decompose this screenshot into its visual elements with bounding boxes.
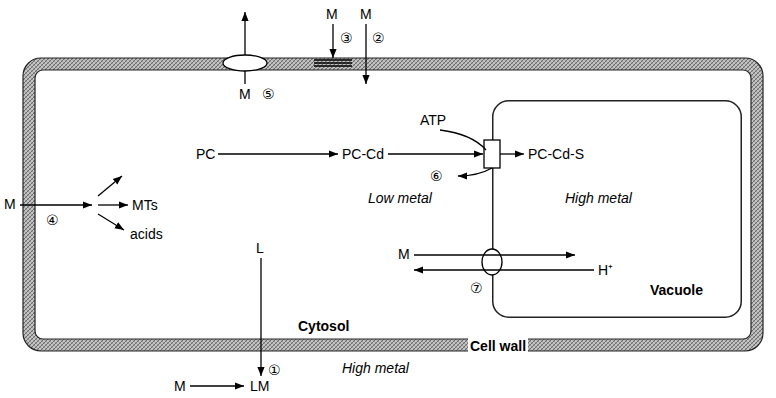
antiporter — [482, 249, 502, 275]
text-slot: Low metal — [368, 190, 432, 206]
text-slot: ① — [268, 362, 281, 378]
callout-number: ③ — [340, 30, 353, 46]
text-slot: PC — [196, 146, 215, 162]
text-slot: M — [4, 196, 16, 212]
ion-label: H⁺ — [598, 262, 613, 278]
molecule-label: ATP — [420, 112, 446, 128]
text-slot: ⑤ — [262, 86, 275, 102]
binding-line — [314, 62, 352, 64]
metal-symbol: M — [239, 86, 251, 102]
text-slot: Cell wall — [468, 338, 528, 354]
text-slot: PC-Cd — [342, 146, 384, 162]
atp-curve — [440, 130, 486, 150]
text-slot: M — [239, 86, 251, 102]
sequestration-arrow — [414, 254, 575, 255]
vacuole-membrane — [492, 100, 742, 318]
text-slot: Vacuole — [650, 282, 703, 298]
branch-arrow — [98, 214, 124, 230]
binding-line — [314, 59, 352, 61]
metal-level: High metal — [342, 360, 409, 376]
tonoplast — [493, 101, 742, 318]
text-slot: LM — [250, 378, 269, 394]
text-slot: ⑦ — [470, 280, 483, 296]
text-slot: L — [256, 240, 264, 256]
complex-label: LM — [250, 378, 269, 394]
ligand-arrow — [260, 258, 261, 376]
cell-wall — [23, 58, 763, 351]
branch-arrow — [98, 204, 128, 205]
text-slot: ⑥ — [430, 168, 443, 184]
branch-arrow — [98, 176, 122, 196]
metal-symbol: M — [398, 246, 410, 262]
callout-number: ① — [268, 362, 281, 378]
uptake-arrow — [365, 24, 366, 84]
text-slot: PC-Cd-S — [528, 146, 584, 162]
text-slot: High metal — [565, 190, 632, 206]
molecule-label: MTs — [132, 197, 158, 213]
text-slot: High metal — [342, 360, 409, 376]
uptake-arrow — [332, 24, 333, 58]
molecule-label: PC — [196, 146, 215, 162]
metal-level: Low metal — [368, 190, 432, 206]
complex-arrow — [190, 385, 244, 386]
callout-number: ④ — [46, 212, 59, 228]
text-slot: ③ — [340, 30, 353, 46]
text-slot: ATP — [420, 112, 446, 128]
callout-number: ⑤ — [262, 86, 275, 102]
proton-arrow — [414, 269, 594, 270]
callout-number: ② — [372, 30, 385, 46]
ligand-symbol: L — [256, 240, 264, 256]
adp-arrow — [458, 168, 492, 176]
metal-symbol: M — [326, 6, 338, 22]
metal-symbol: M — [360, 6, 372, 22]
text-slot: M — [326, 6, 338, 22]
region-label: Cell wall — [468, 338, 528, 354]
pathway-arrow — [218, 153, 338, 154]
metal-level: High metal — [565, 190, 632, 206]
molecule-label: PC-Cd — [342, 146, 384, 162]
callout-number: ⑥ — [430, 168, 443, 184]
region-label: Vacuole — [650, 282, 703, 298]
region-label: Cytosol — [298, 318, 349, 334]
text-slot: MTs — [132, 197, 158, 213]
metal-symbol: M — [4, 196, 16, 212]
text-slot: ④ — [46, 212, 59, 228]
text-slot: H⁺ — [598, 262, 613, 278]
callout-number: ⑦ — [470, 280, 483, 296]
vacuole: High metalVacuole — [492, 100, 742, 318]
text-slot: Cytosol — [298, 318, 349, 334]
molecule-label: acids — [130, 226, 163, 242]
pathway-arrow — [388, 153, 483, 154]
text-slot: M — [174, 378, 186, 394]
pathway-arrow — [500, 153, 524, 154]
text-slot: M — [360, 6, 372, 22]
abc-transporter — [484, 140, 500, 168]
uptake-arrow — [20, 204, 92, 205]
text-slot: acids — [130, 226, 163, 242]
text-slot: ② — [372, 30, 385, 46]
efflux-line — [244, 71, 245, 84]
metal-symbol: M — [174, 378, 186, 394]
text-slot: M — [398, 246, 410, 262]
efflux-transporter — [223, 55, 267, 71]
efflux-arrow — [244, 12, 245, 55]
molecule-label: PC-Cd-S — [528, 146, 584, 162]
binding-line — [314, 65, 352, 67]
